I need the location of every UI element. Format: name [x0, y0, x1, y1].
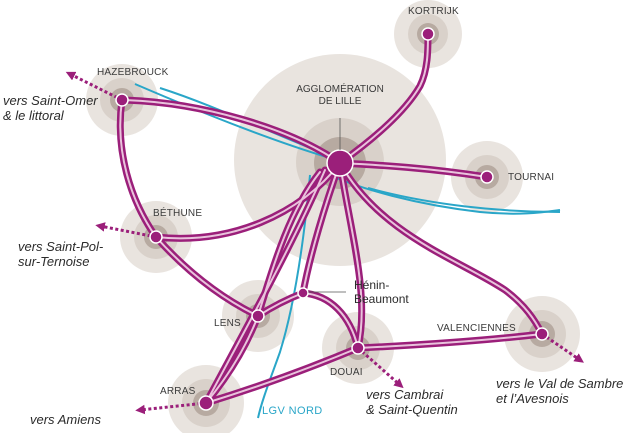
destination-arrows — [65, 71, 584, 415]
lille-node — [326, 149, 354, 177]
dest-cambrai: vers Cambrai & Saint-Quentin — [366, 387, 458, 418]
dest-sambre: vers le Val de Sambre et l’Avesnois — [496, 376, 624, 407]
dest-saint-pol: vers Saint-Pol- sur-Ternoise — [18, 239, 104, 270]
rail-lille-tournai-inner-stripe — [339, 162, 488, 178]
label-lille-line2: DE LILLE — [318, 95, 362, 107]
rail-douai-arras-inner-stripe — [205, 347, 359, 404]
rail-lille-kortrijk-inner-stripe — [339, 33, 429, 164]
arrow-to-saint-omer — [65, 71, 123, 102]
label-lgv-nord: LGV NORD — [262, 405, 323, 417]
arras-node — [198, 395, 214, 411]
label-douai: DOUAI — [330, 367, 363, 378]
douai-node — [351, 341, 365, 355]
dest-saint-pol-line1: vers Saint-Pol- — [18, 239, 104, 254]
label-lille: AGGLOMÉRATION DE LILLE — [286, 84, 394, 107]
label-lens: LENS — [214, 318, 241, 329]
dest-saint-pol-line2: sur-Ternoise — [18, 253, 90, 269]
rail-lille-valenciennes-inner-stripe — [339, 162, 543, 335]
henin-node — [297, 287, 309, 299]
label-hazebrouck: HAZEBROUCK — [97, 67, 169, 78]
rail-lille-henin-inner-stripe — [302, 162, 341, 294]
rail-lille-bethune-inner-stripe — [155, 162, 341, 240]
rail-henin-douai-inner-stripe — [302, 292, 359, 349]
rail-hazebrouck-bethune-inner-stripe — [119, 99, 157, 238]
arrow-to-amiens — [135, 401, 207, 415]
arrow-to-sambre — [541, 332, 584, 363]
regional-rail-lines — [116, 30, 546, 407]
label-lille-line1: AGGLOMÉRATION — [296, 84, 384, 95]
label-tournai: TOURNAI — [508, 172, 555, 183]
rail-lens-arras-inner-stripe — [205, 315, 259, 404]
lgv-to-london — [134, 83, 331, 159]
label-kortrijk: KORTRIJK — [408, 6, 459, 17]
rail-lille-douai-inner-stripe — [339, 162, 363, 349]
label-bethune: BÉTHUNE — [153, 208, 203, 219]
label-valenciennes: VALENCIENNES — [437, 323, 516, 334]
dest-saint-omer: vers Saint-Omer & le littoral — [3, 93, 98, 124]
label-henin-line1: Hénin- — [354, 278, 390, 292]
dest-sambre-line2: et l’Avesnois — [496, 390, 569, 406]
arrow-to-cambrai — [357, 346, 404, 389]
rail-douai-valenciennes-inner-stripe — [357, 333, 543, 349]
tournai-node — [480, 170, 494, 184]
valenciennes-node — [535, 327, 549, 341]
dest-sambre-line1: vers le Val de Sambre — [496, 376, 624, 391]
label-henin-line2: Beaumont — [354, 291, 409, 306]
label-henin-beaumont: Hénin- Beaumont — [354, 278, 409, 307]
lens-node — [251, 309, 265, 323]
dest-cambrai-line2: & Saint-Quentin — [366, 401, 458, 417]
kortrijk-node — [421, 27, 435, 41]
arrow-to-saint-pol — [95, 222, 157, 239]
hazebrouck-node — [115, 93, 129, 107]
dest-amiens: vers Amiens — [30, 412, 102, 427]
label-arras: ARRAS — [160, 386, 196, 397]
bethune-node — [149, 230, 163, 244]
dest-cambrai-line1: vers Cambrai — [366, 387, 444, 402]
dest-saint-omer-line1: vers Saint-Omer — [3, 93, 98, 108]
rail-lille-arras-inner-stripe — [205, 169, 326, 404]
rail-lille-hazebrouck-inner-stripe — [121, 99, 341, 164]
lgv-belgium-branch — [367, 187, 561, 213]
dest-saint-omer-line2: & le littoral — [3, 107, 64, 123]
rail-bethune-lens — [152, 233, 262, 320]
rail-bethune-lens-inner-stripe — [155, 236, 259, 317]
